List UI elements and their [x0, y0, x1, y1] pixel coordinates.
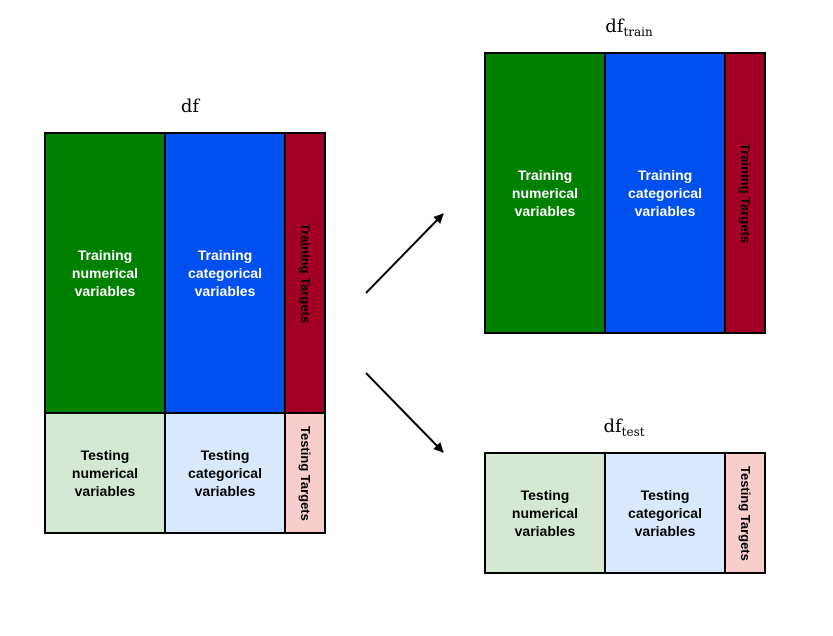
train-categorical-block: Training categorical variables — [604, 52, 726, 334]
test-targets-label: Testing Targets — [738, 465, 753, 561]
df-test-categorical-block: Testing categorical variables — [164, 412, 286, 534]
df-test-numerical-label: Testing numerical variables — [71, 447, 139, 499]
df-train-title-base: df — [605, 16, 624, 37]
df-train-categorical-label: Training categorical variables — [188, 247, 262, 299]
df-train-targets-label: Training Targets — [298, 222, 313, 324]
df-title-text: df — [180, 96, 200, 117]
arrow-to-train — [365, 213, 444, 294]
df-test-numerical-block: Testing numerical variables — [44, 412, 166, 534]
train-targets-label: Training Targets — [738, 142, 753, 244]
df-train-title: dftrain — [605, 16, 652, 39]
df-train-targets-block: Training Targets — [284, 132, 326, 414]
train-targets-block: Training Targets — [724, 52, 766, 334]
train-categorical-label: Training categorical variables — [628, 167, 702, 219]
df-test-categorical-label: Testing categorical variables — [188, 447, 262, 499]
test-categorical-block: Testing categorical variables — [604, 452, 726, 574]
arrow-to-test — [365, 372, 444, 453]
df-test-targets-block: Testing Targets — [284, 412, 326, 534]
df-test-title-sub: test — [621, 425, 645, 439]
df-test-title: dftest — [603, 416, 644, 439]
test-numerical-block: Testing numerical variables — [484, 452, 606, 574]
test-categorical-label: Testing categorical variables — [628, 487, 702, 539]
df-train-categorical-block: Training categorical variables — [164, 132, 286, 414]
df-train-numerical-label: Training numerical variables — [71, 247, 139, 299]
df-title: df — [181, 96, 199, 117]
df-train-title-sub: train — [623, 25, 653, 39]
train-numerical-label: Training numerical variables — [511, 167, 579, 219]
train-numerical-block: Training numerical variables — [484, 52, 606, 334]
test-numerical-label: Testing numerical variables — [511, 487, 579, 539]
df-test-targets-label: Testing Targets — [298, 425, 313, 521]
test-targets-block: Testing Targets — [724, 452, 766, 574]
df-test-title-base: df — [603, 416, 622, 437]
